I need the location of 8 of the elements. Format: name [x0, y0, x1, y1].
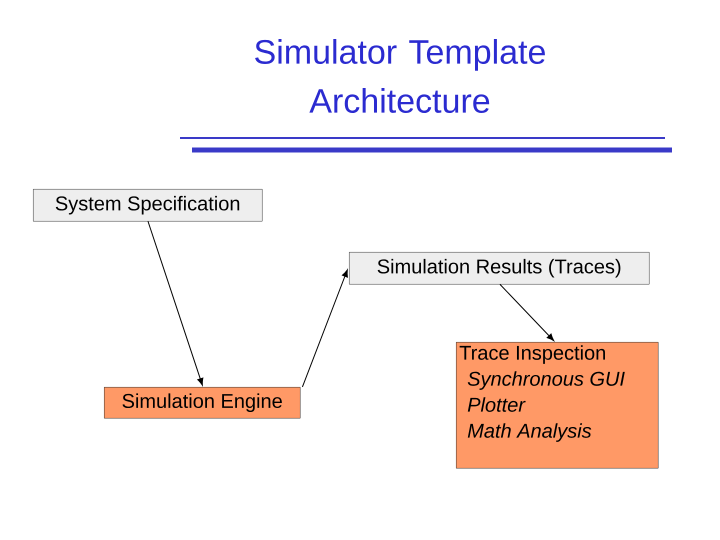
- process-box: Trace Inspection Synchronous GUI Plotter Math Analysis: [456, 342, 658, 468]
- title: Simulator Template Architecture: [255, 39, 545, 113]
- process-box: Simulation Results (Traces): [349, 252, 650, 284]
- arrow: [500, 284, 554, 342]
- process-box: Simulation Engine: [104, 387, 300, 418]
- process-box: System Specification: [33, 189, 262, 222]
- arrow: [302, 270, 348, 388]
- arrow: [148, 220, 204, 386]
